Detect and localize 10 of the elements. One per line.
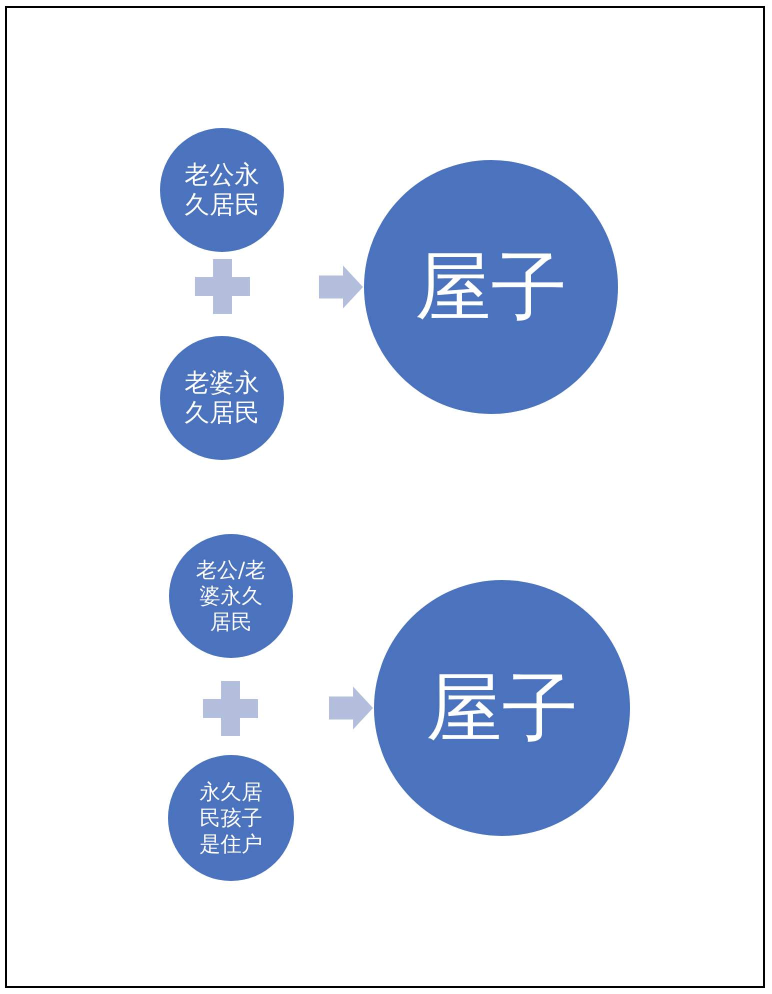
node-text: 屋子 — [415, 242, 567, 332]
plus-sign — [202, 680, 258, 736]
node-text: 老公/老婆永久居民 — [194, 557, 268, 635]
node-text: 屋子 — [426, 663, 578, 753]
node-text: 永久居民孩子是住户 — [198, 779, 264, 857]
block-arrow — [319, 266, 363, 308]
block-arrow — [329, 686, 373, 730]
node-text: 老公永久居民 — [184, 160, 260, 220]
plus-sign — [194, 258, 250, 314]
node-text: 老婆永久居民 — [184, 368, 260, 428]
